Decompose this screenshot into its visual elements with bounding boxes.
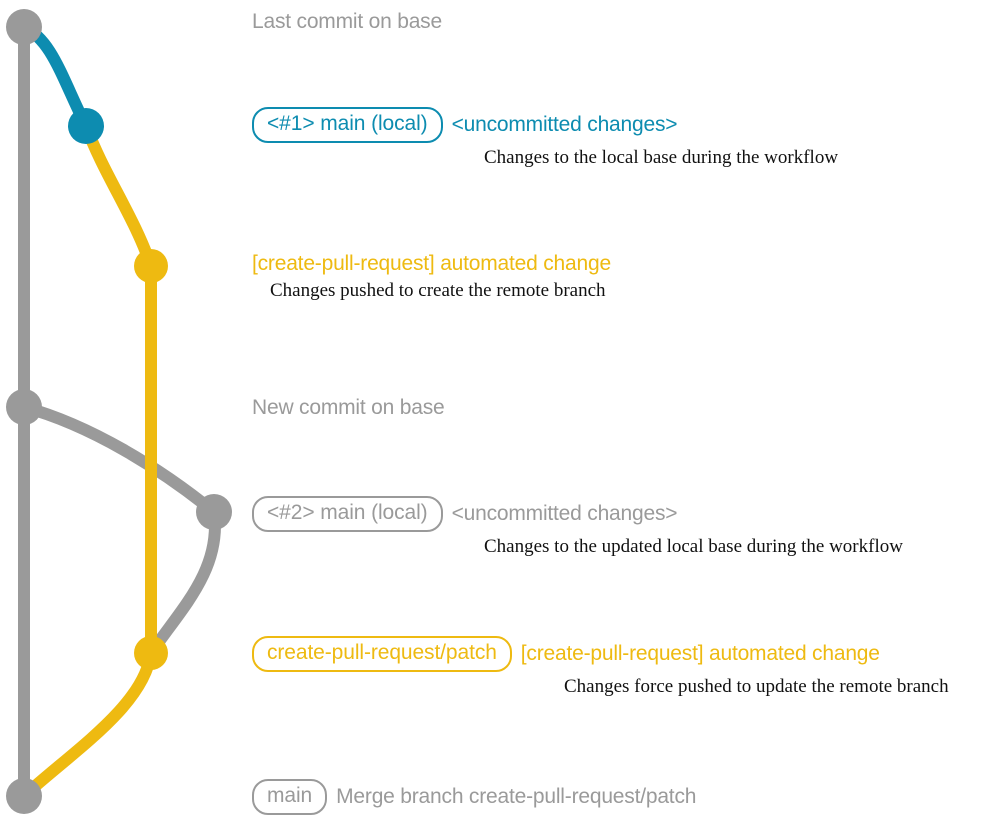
commit-subject: <uncommitted changes> [451, 502, 678, 525]
commit-subject: Merge branch create-pull-request/patch [336, 785, 697, 808]
commit-node-local-2 [196, 494, 232, 530]
commit-node-patch-1 [134, 249, 168, 283]
commit-row-head: New commit on base [252, 396, 445, 420]
commit-row-automated-change-2: create-pull-request/patch [create-pull-re… [252, 636, 949, 698]
commit-row-head: [create-pull-request] automated change [252, 252, 611, 276]
commit-row-merge-commit: main Merge branch create-pull-request/pat… [252, 779, 696, 815]
commit-subject: <uncommitted changes> [451, 113, 678, 136]
commit-detail: Changes force pushed to update the remot… [564, 676, 949, 697]
commit-detail: Changes to the local base during the wor… [484, 147, 839, 168]
branch-badge[interactable]: create-pull-request/patch [252, 636, 512, 672]
commit-node-base-1 [6, 9, 42, 45]
commit-row-head: main Merge branch create-pull-request/pat… [252, 779, 696, 815]
commit-node-patch-2 [134, 636, 168, 670]
branch-badge[interactable]: main [252, 779, 328, 815]
commit-detail: Changes pushed to create the remote bran… [270, 280, 606, 301]
commit-row-head: Last commit on base [252, 10, 442, 34]
commit-row-uncommitted-changes-1: <#1> main (local) <uncommitted changes> Ch… [252, 107, 838, 169]
branch-badge[interactable]: <#1> main (local) [252, 107, 443, 143]
commit-row-head: create-pull-request/patch [create-pull-re… [252, 636, 949, 672]
commit-node-local-1 [68, 108, 104, 144]
branch-badge[interactable]: <#2> main (local) [252, 496, 443, 532]
commit-detail: Changes to the updated local base during… [484, 536, 903, 557]
commit-row-last-commit-on-base: Last commit on base [252, 10, 442, 34]
commit-row-uncommitted-changes-2: <#2> main (local) <uncommitted changes> Ch… [252, 496, 903, 558]
commit-subject: Last commit on base [252, 10, 442, 33]
commit-subject: New commit on base [252, 396, 445, 419]
commit-row-head: <#2> main (local) <uncommitted changes> [252, 496, 903, 532]
commit-node-merge [6, 778, 42, 814]
commit-node-base-2 [6, 389, 42, 425]
edge-base-to-local2 [18, 401, 220, 518]
commit-row-new-commit-on-base: New commit on base [252, 396, 445, 420]
commit-subject: [create-pull-request] automated change [252, 252, 611, 275]
edge-local2-to-patch2 [145, 506, 221, 659]
commit-row-head: <#1> main (local) <uncommitted changes> [252, 107, 838, 143]
edge-patch2-to-merge [18, 647, 157, 802]
commit-subject: [create-pull-request] automated change [520, 642, 880, 665]
